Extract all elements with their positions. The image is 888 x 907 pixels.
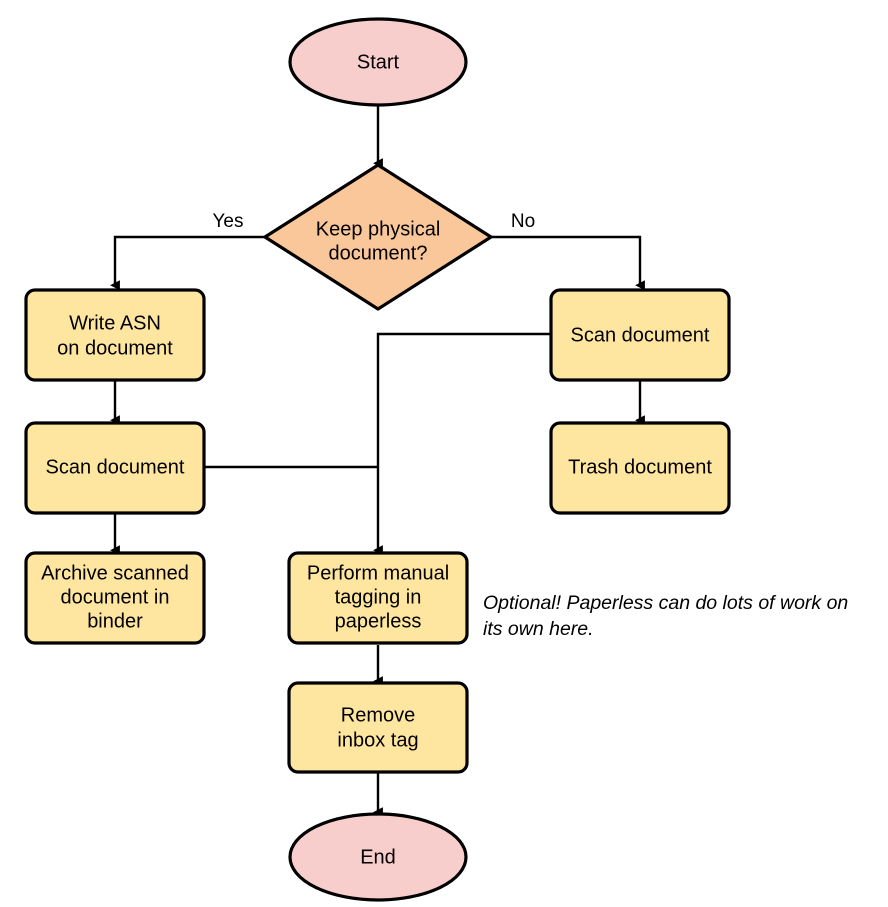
node-write-asn-on-document[interactable]: Write ASN on document: [24, 288, 206, 382]
end-ellipse-shape: [288, 812, 468, 902]
edge-scan-right-to-manual-tagging: [373, 332, 553, 556]
write-asn-label-line1: Write ASN: [69, 312, 161, 334]
node-keep-physical-document[interactable]: Keep physical document?: [263, 163, 493, 311]
scan-document-right-box-shape: [549, 288, 731, 382]
scan-document-left-label: Scan document: [46, 456, 185, 478]
manual-tagging-label-line2: tagging in: [335, 586, 422, 608]
decision-diamond-shape: [263, 163, 493, 311]
decision-label-line2: document?: [329, 242, 428, 264]
annotation-optional-note: Optional! Paperless can do lots of work …: [483, 592, 848, 640]
archive-binder-label-line2: document in: [61, 586, 170, 608]
node-archive-scanned-document-in-binder[interactable]: Archive scanned document in binder: [24, 551, 206, 645]
node-perform-manual-tagging[interactable]: Perform manual tagging in paperless: [287, 551, 469, 645]
manual-tagging-label-line3: paperless: [335, 610, 422, 632]
node-scan-document-right[interactable]: Scan document: [549, 288, 731, 382]
trash-document-label: Trash document: [568, 456, 712, 478]
write-asn-box-shape: [24, 288, 206, 382]
node-end[interactable]: End: [288, 812, 468, 902]
remove-inbox-tag-box-shape: [287, 681, 469, 774]
edge-label-no: No: [511, 211, 535, 232]
node-scan-document-left[interactable]: Scan document: [24, 421, 206, 515]
edge-group: [110, 105, 645, 818]
start-ellipse-shape: [288, 17, 468, 107]
start-label: Start: [357, 51, 400, 73]
decision-label-line1: Keep physical: [316, 218, 441, 240]
optional-note-line1: Optional! Paperless can do lots of work …: [483, 592, 848, 614]
write-asn-label-line2: on document: [57, 337, 173, 359]
remove-inbox-tag-label-line2: inbox tag: [337, 729, 418, 751]
scan-document-left-box-shape: [24, 421, 206, 515]
archive-binder-box-shape: [24, 551, 206, 645]
end-label: End: [360, 846, 396, 868]
scan-document-right-label: Scan document: [571, 324, 710, 346]
edge-decision-yes-to-write-asn: [110, 235, 265, 291]
node-trash-document[interactable]: Trash document: [549, 421, 731, 515]
node-start[interactable]: Start: [288, 17, 468, 107]
edge-decision-no-to-scan-right: [491, 235, 645, 291]
edge-label-yes: Yes: [213, 211, 244, 232]
archive-binder-label-line1: Archive scanned: [41, 562, 189, 584]
remove-inbox-tag-label-line1: Remove: [341, 704, 415, 726]
archive-binder-label-line3: binder: [87, 610, 143, 632]
node-remove-inbox-tag[interactable]: Remove inbox tag: [287, 681, 469, 774]
manual-tagging-box-shape: [287, 551, 469, 645]
trash-document-box-shape: [549, 421, 731, 515]
optional-note-line2: its own here.: [483, 618, 594, 640]
manual-tagging-label-line1: Perform manual: [307, 562, 449, 584]
